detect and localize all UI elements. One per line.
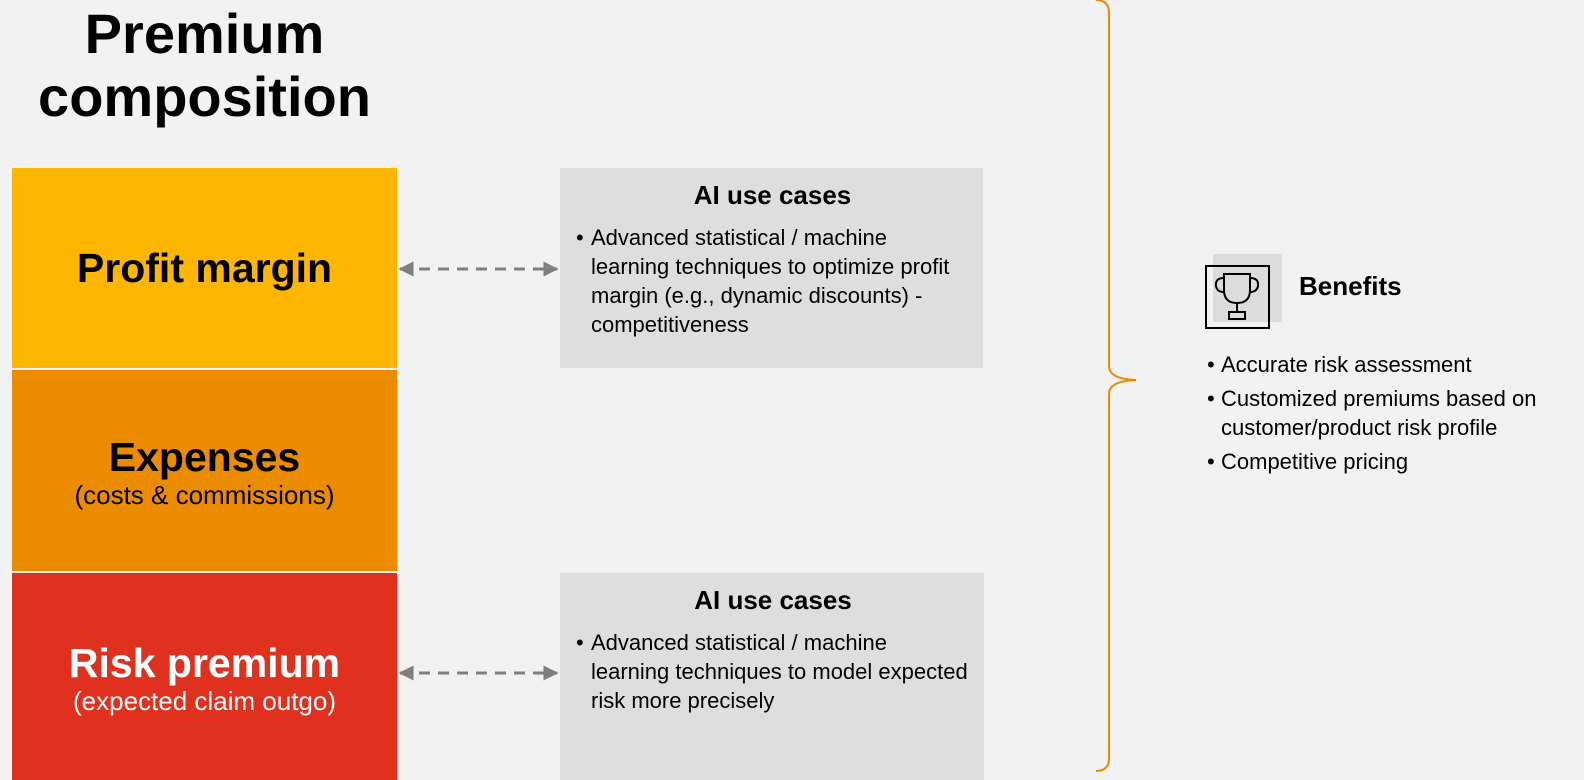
benefits-list: Accurate risk assessment Customized prem…: [1207, 350, 1577, 481]
expenses-label: Expenses: [108, 433, 301, 480]
ai-use-cases-profit-box: AI use cases Advanced statistical / mach…: [560, 168, 983, 368]
risk-premium-label: Risk premium: [68, 639, 341, 686]
list-item: Advanced statistical / machine learning …: [576, 628, 970, 715]
ai-use-cases-risk-box: AI use cases Advanced statistical / mach…: [560, 573, 984, 780]
expenses-sublabel: (costs & commissions): [74, 479, 335, 510]
page-title: Premium composition: [38, 2, 371, 128]
expenses-block: Expenses (costs & commissions): [12, 370, 397, 571]
ai-use-cases-list: Advanced statistical / machine learning …: [576, 628, 970, 715]
profit-margin-label: Profit margin: [76, 245, 333, 291]
benefit-item: Customized premiums based on customer/pr…: [1207, 384, 1577, 442]
benefit-item: Competitive pricing: [1207, 447, 1577, 476]
benefit-item: Accurate risk assessment: [1207, 350, 1577, 379]
ai-use-cases-title: AI use cases: [693, 180, 852, 210]
list-item: Advanced statistical / machine learning …: [576, 223, 969, 339]
risk-premium-block: Risk premium (expected claim outgo): [12, 573, 397, 780]
risk-premium-sublabel: (expected claim outgo): [72, 685, 337, 716]
ai-use-cases-title: AI use cases: [694, 585, 852, 615]
profit-margin-block: Profit margin: [12, 168, 397, 368]
curly-brace: [1095, 0, 1137, 772]
ai-use-cases-list: Advanced statistical / machine learning …: [576, 223, 969, 339]
benefits-title: Benefits: [1299, 271, 1402, 301]
trophy-icon: [1205, 254, 1282, 329]
